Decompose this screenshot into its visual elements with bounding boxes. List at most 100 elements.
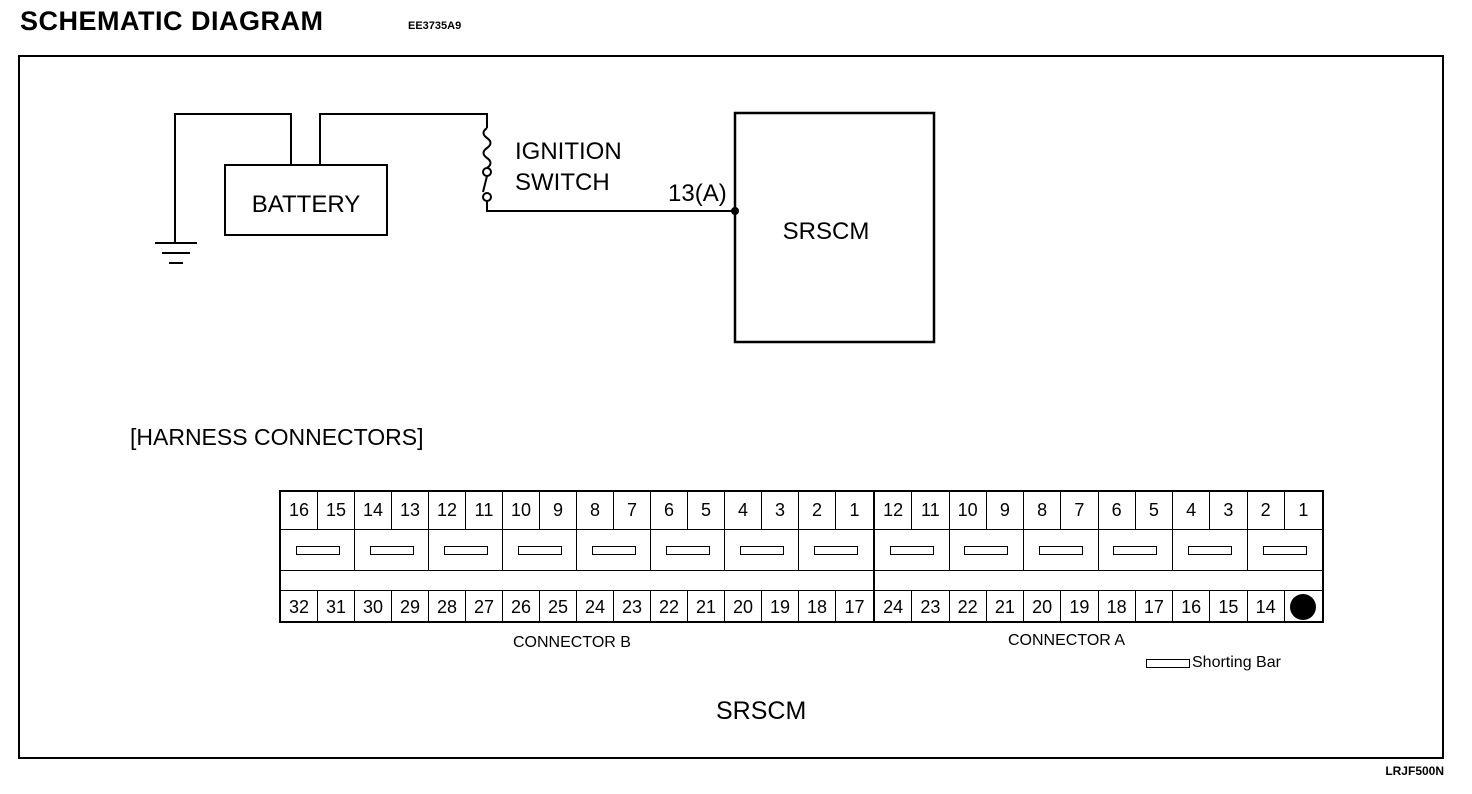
switch-blade bbox=[482, 175, 488, 193]
harness-title: [HARNESS CONNECTORS] bbox=[130, 424, 424, 450]
connector-a-top-pin: 8 bbox=[1024, 492, 1062, 530]
switch-contact-top bbox=[482, 167, 492, 177]
connector-a-top-pin: 10 bbox=[949, 492, 987, 530]
connector-a-blank-pin bbox=[1284, 590, 1322, 623]
connector-b-top-pin: 6 bbox=[651, 492, 688, 530]
shorting-bar bbox=[1262, 545, 1307, 555]
connector-a-bottom-pin: 16 bbox=[1173, 590, 1211, 623]
connector-b-shorting-bar-cell bbox=[355, 530, 429, 571]
connector-b-bottom-pin: 26 bbox=[503, 590, 540, 623]
connector-a-top-pin: 1 bbox=[1284, 492, 1322, 530]
connector-b-top-pin: 7 bbox=[614, 492, 651, 530]
connector-b-bottom-pin: 19 bbox=[762, 590, 799, 623]
legend-label: Shorting Bar bbox=[1192, 654, 1281, 671]
battery-box bbox=[224, 164, 388, 236]
ignition-label-line2: SWITCH bbox=[515, 169, 610, 196]
connector-b-shorting-bar-cell bbox=[577, 530, 651, 571]
connector-b-top-pin: 5 bbox=[688, 492, 725, 530]
connector-b-bottom-pin: 28 bbox=[429, 590, 466, 623]
connector-b-top-pin: 12 bbox=[429, 492, 466, 530]
connector-b-bottom-pin: 18 bbox=[799, 590, 836, 623]
connector-b-top-pin: 13 bbox=[392, 492, 429, 530]
shorting-bar bbox=[665, 545, 710, 555]
connector-a-top-pin: 4 bbox=[1173, 492, 1211, 530]
fuse-link bbox=[482, 127, 492, 169]
connector-b-bottom-pin: 23 bbox=[614, 590, 651, 623]
shorting-bar bbox=[1187, 545, 1232, 555]
connector-a-top-pin: 5 bbox=[1135, 492, 1173, 530]
srscm-module-label: SRSCM bbox=[783, 218, 870, 245]
page-title: SCHEMATIC DIAGRAM bbox=[20, 6, 324, 36]
connector-b-label: CONNECTOR B bbox=[513, 634, 631, 651]
legend: Shorting Bar bbox=[1146, 654, 1281, 672]
connector-a-bottom-pin: 23 bbox=[912, 590, 950, 623]
connector-a-bottom-pin: 19 bbox=[1061, 590, 1099, 623]
connector-a-shorting-bar-cell bbox=[1247, 530, 1322, 571]
connector-b-shorting-bar-cell bbox=[651, 530, 725, 571]
connector-a-bottom-pin: 14 bbox=[1247, 590, 1285, 623]
connector-b-bottom-pin: 21 bbox=[688, 590, 725, 623]
shorting-bar bbox=[517, 545, 562, 555]
connector-a-top-pin: 7 bbox=[1061, 492, 1099, 530]
connector-b-shorting-bar-cell bbox=[281, 530, 355, 571]
schematic-drawing: BATTERY IGNITION SWITCH 13(A) SRSCM bbox=[155, 111, 936, 344]
connector-b-top-pin: 2 bbox=[799, 492, 836, 530]
connector-b-top-pin: 15 bbox=[318, 492, 355, 530]
connector-b-top-pin: 11 bbox=[466, 492, 503, 530]
ground-wire bbox=[174, 113, 292, 243]
connector-b-shorting-bar-cell bbox=[799, 530, 873, 571]
connector-b-shorting-bar-cell bbox=[429, 530, 503, 571]
srscm-module-box bbox=[733, 111, 936, 344]
figure-code: LRJF500N bbox=[1385, 764, 1444, 778]
connector-a-top-pin: 3 bbox=[1210, 492, 1248, 530]
document-code: EE3735A9 bbox=[408, 20, 462, 32]
connector-a-bottom-pin: 17 bbox=[1135, 590, 1173, 623]
connector-a-top-pin: 6 bbox=[1098, 492, 1136, 530]
connector-a-top-pin: 2 bbox=[1247, 492, 1285, 530]
connector-b-top-pin: 3 bbox=[762, 492, 799, 530]
connector-a-bottom-pin: 22 bbox=[949, 590, 987, 623]
shorting-bar bbox=[591, 545, 636, 555]
connector-a-bottom-pin: 15 bbox=[1210, 590, 1248, 623]
ignition-label-line1: IGNITION bbox=[515, 138, 622, 165]
connector-a-shorting-bar-cell bbox=[875, 530, 950, 571]
shorting-bar bbox=[739, 545, 784, 555]
switch-contact-bottom bbox=[482, 192, 492, 202]
ignition-to-module-wire bbox=[486, 201, 735, 212]
connector-a-shorting-bar-cell bbox=[1024, 530, 1099, 571]
connector-a-top-pin: 9 bbox=[986, 492, 1024, 530]
connector-b-bottom-pin: 20 bbox=[725, 590, 762, 623]
connector-b-top-pin: 8 bbox=[577, 492, 614, 530]
blank-pin-dot bbox=[1290, 594, 1317, 620]
connector-b-top-pin: 1 bbox=[836, 492, 873, 530]
connector-a-shorting-bar-cell bbox=[1098, 530, 1173, 571]
shorting-bar bbox=[1113, 545, 1158, 555]
shorting-bar-legend-symbol bbox=[1146, 658, 1190, 668]
connector-a-bottom-pin: 24 bbox=[875, 590, 913, 623]
connector-a-bottom-pin: 21 bbox=[986, 590, 1024, 623]
connector-b-bottom-pin: 24 bbox=[577, 590, 614, 623]
shorting-bar bbox=[369, 545, 414, 555]
shorting-bar bbox=[443, 545, 488, 555]
connector-a-shorting-bar-cell bbox=[949, 530, 1024, 571]
battery-label: BATTERY bbox=[252, 191, 360, 218]
terminal-label: 13(A) bbox=[668, 180, 727, 207]
shorting-bar bbox=[889, 545, 934, 555]
connector-b-bottom-pin: 25 bbox=[540, 590, 577, 623]
connector-a-top-pin: 12 bbox=[875, 492, 913, 530]
connector-a-top-pin: 11 bbox=[912, 492, 950, 530]
connector-b-shorting-bar-cell bbox=[725, 530, 799, 571]
shorting-bar bbox=[814, 545, 858, 555]
connector-b-bottom-pin: 17 bbox=[836, 590, 873, 623]
connector-b-bottom-pin: 30 bbox=[355, 590, 392, 623]
connector-b-bottom-pin: 22 bbox=[651, 590, 688, 623]
shorting-bar bbox=[295, 545, 340, 555]
battery-positive-wire bbox=[319, 113, 488, 165]
connector-a-bottom-pin: 20 bbox=[1024, 590, 1062, 623]
shorting-bar bbox=[1038, 545, 1083, 555]
connector-b-top-pin: 16 bbox=[281, 492, 318, 530]
connector-a-shorting-bar-cell bbox=[1173, 530, 1248, 571]
